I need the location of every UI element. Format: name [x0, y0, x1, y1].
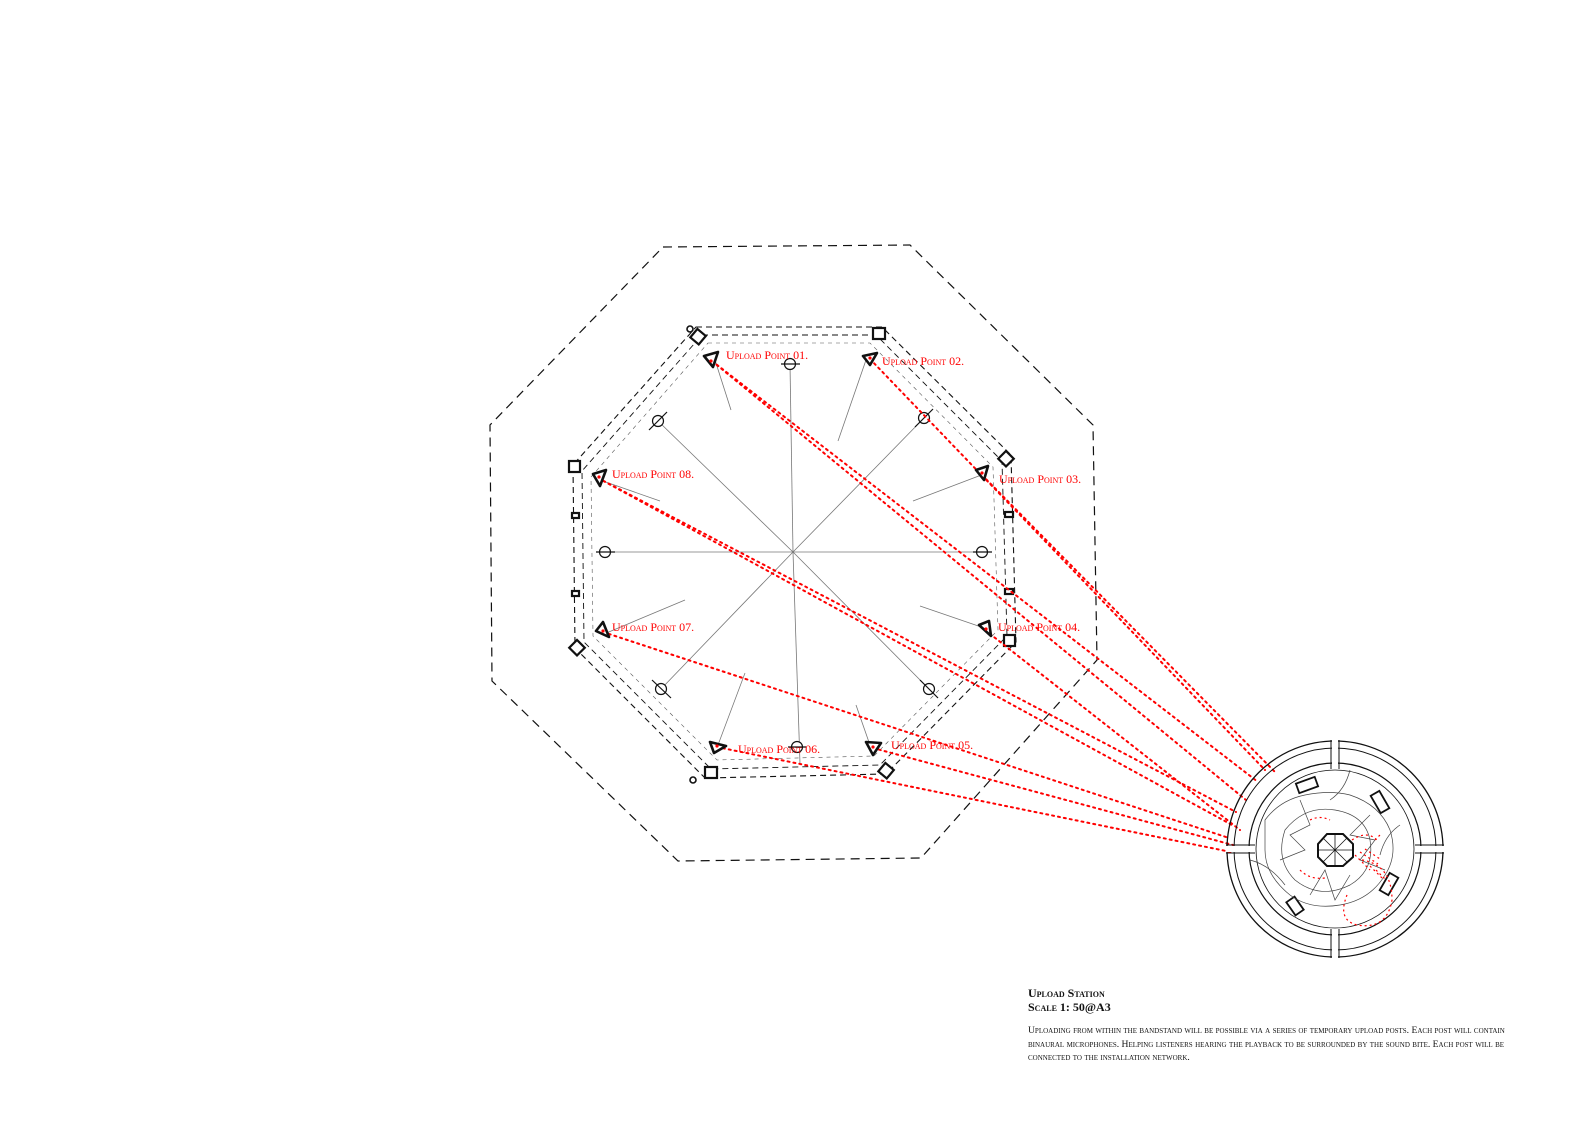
upload-point-label-05: Upload Point 05.	[891, 738, 974, 752]
bandstand-outline-outer	[572, 326, 1017, 779]
upload-point-marker-icon	[708, 740, 728, 755]
drawing-caption: Upload Station Scale 1: 50@A3 Uploading …	[1028, 986, 1528, 1065]
upload-point-marker-icon	[861, 351, 879, 367]
column-circle-icon	[788, 740, 806, 754]
bandstand-outline-inner	[581, 334, 1008, 770]
post-square-icon	[703, 765, 719, 780]
post-square-icon	[876, 761, 896, 781]
post-square-icon	[688, 327, 708, 347]
caption-title: Upload Station	[1028, 986, 1105, 1000]
column-circle-icon	[651, 679, 672, 699]
upload-station-plan	[1226, 740, 1444, 958]
post-square-icon	[567, 459, 582, 474]
upload-point-marker-icon	[594, 620, 611, 639]
upload-point-label-02: Upload Point 02.	[882, 354, 965, 368]
post-square-icon	[996, 449, 1016, 469]
column-circle-icon	[919, 679, 939, 699]
upload-point-label-04: Upload Point 04.	[998, 620, 1081, 634]
upload-point-marker-icon	[974, 464, 990, 482]
upload-point-markers	[591, 350, 993, 757]
corner-posts	[567, 326, 1017, 781]
column-circle-icon	[973, 545, 992, 559]
upload-point-label-08: Upload Point 08.	[612, 467, 695, 481]
upload-point-marker-icon	[702, 350, 720, 369]
upload-point-label-03: Upload Point 03.	[999, 472, 1082, 486]
bandstand-outline-third	[590, 342, 999, 761]
upload-point-label-01: Upload Point 01.	[726, 348, 809, 362]
upload-point-marker-icon	[864, 740, 883, 757]
upload-point-marker-icon	[977, 619, 993, 638]
column-circle-icon	[914, 408, 934, 428]
upload-point-marker-icon	[591, 468, 608, 488]
small-rings	[686, 325, 697, 784]
column-circles	[596, 357, 992, 754]
column-circle-icon	[596, 545, 615, 559]
outer-canopy-outline	[489, 244, 1098, 862]
station-center-octagon	[1317, 833, 1354, 867]
caption-description: Uploading from within the bandstand will…	[1028, 1025, 1505, 1063]
caption-scale: Scale 1: 50@A3	[1028, 1000, 1111, 1014]
post-square-icon	[1002, 633, 1017, 648]
post-square-icon	[871, 326, 887, 341]
upload-link-lines	[597, 358, 1276, 853]
post-square-icon	[567, 638, 587, 658]
column-circle-icon	[648, 411, 668, 431]
column-circle-icon	[781, 357, 800, 371]
upload-point-label-07: Upload Point 07.	[612, 620, 695, 634]
upload-point-label-06: Upload Point 06.	[738, 742, 821, 756]
